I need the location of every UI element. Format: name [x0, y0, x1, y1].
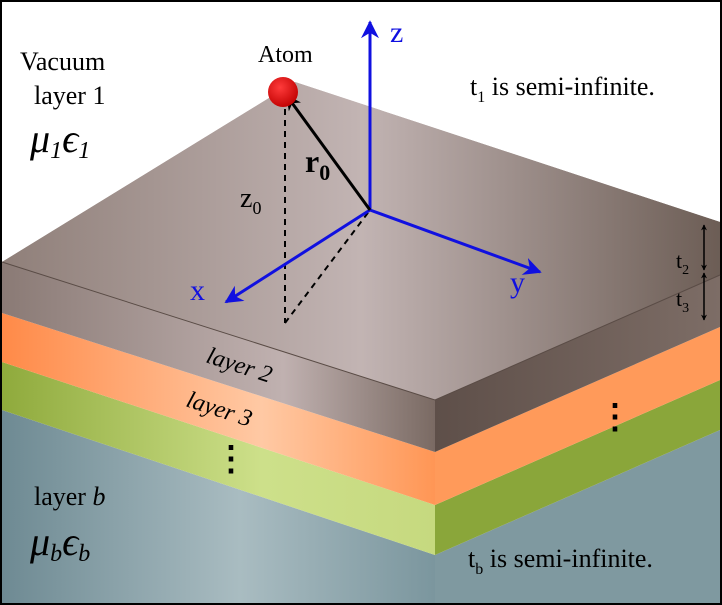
slab-top-face [2, 82, 720, 400]
z-axis-label: z [390, 16, 403, 49]
z0-label: z0 [240, 183, 261, 218]
layer2-right [435, 275, 720, 452]
t1-label: t1 is semi-infinite. [470, 72, 655, 106]
r0-vector [285, 94, 372, 211]
t3-label: t3 [676, 286, 689, 316]
substrate-front [2, 410, 435, 603]
green-layer-front [2, 362, 435, 555]
y-axis-label: y [510, 266, 525, 299]
front-ellipsis: ⋮ [214, 441, 248, 478]
substrate-right [435, 430, 720, 603]
mu1-eps1-label: μ1ϵ1 [29, 116, 90, 164]
layer1-label: layer 1 [34, 81, 105, 110]
side-ellipsis: ⋮ [598, 399, 632, 436]
x-axis-line [224, 208, 371, 304]
r0-label: r0 [305, 143, 330, 185]
vacuum-label: Vacuum [20, 47, 105, 76]
layer3-front [2, 313, 435, 505]
mub-epsb-label: μbϵb [29, 519, 90, 567]
layer2-front [2, 262, 435, 452]
layer3-right [435, 327, 720, 505]
atom-label: Atom [258, 42, 313, 68]
tb-label: tb is semi-infinite. [468, 544, 653, 578]
green-layer-right [435, 380, 720, 555]
atom-sphere [268, 77, 298, 107]
projection-dashed-line [284, 209, 371, 324]
t2-label: t2 [676, 248, 689, 278]
y-axis-line [369, 208, 542, 275]
layerb-label: layer b [34, 482, 105, 511]
x-axis-label: x [190, 274, 205, 307]
slab-edge [1, 261, 721, 401]
